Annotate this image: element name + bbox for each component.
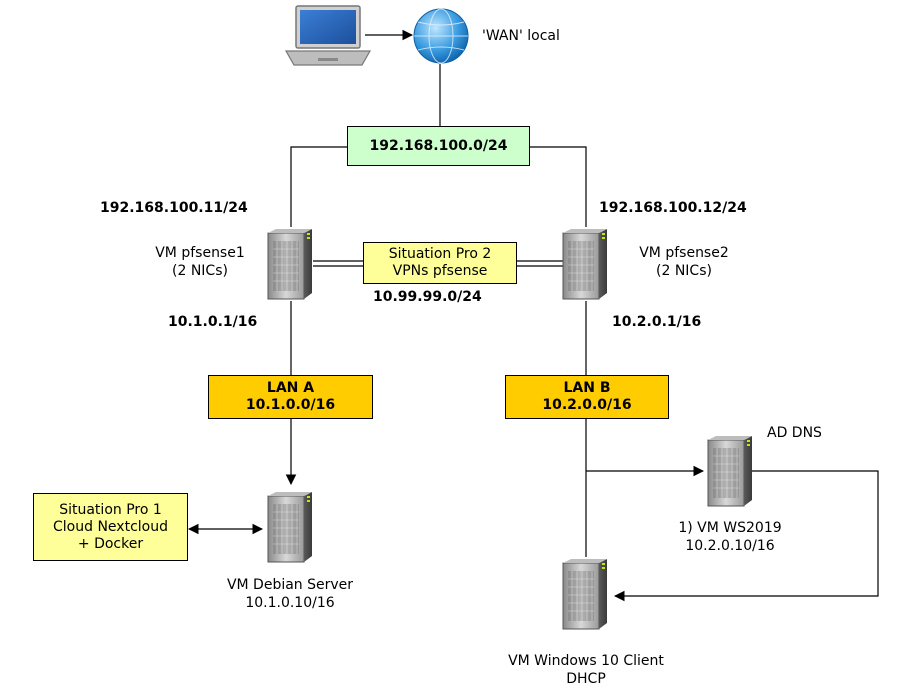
cloud-box: Situation Pro 1 Cloud Nextcloud + Docker	[33, 493, 188, 561]
pfsense2-label: VM pfsense2 (2 NICs)	[622, 244, 746, 280]
vpn-box-line-1: Situation Pro 2	[388, 246, 492, 262]
cloud-box-line-1: Situation Pro 1	[59, 501, 162, 518]
vpn-subnet: 10.99.99.0/24	[373, 289, 482, 305]
server-icon-pfsense1	[267, 228, 313, 300]
ws2019-role: AD DNS	[767, 425, 822, 441]
pfsense2-name: VM pfsense2	[639, 245, 729, 261]
pfsense1-wan-ip: 192.168.100.11/24	[100, 200, 248, 216]
win10-label: VM Windows 10 Client DHCP	[486, 652, 686, 688]
lan-b-box: LAN B 10.2.0.0/16	[505, 375, 669, 419]
debian-label: VM Debian Server 10.1.0.10/16	[210, 576, 370, 612]
lan-b-name: LAN B	[563, 380, 611, 396]
server-icon-win10	[562, 558, 608, 630]
globe-icon	[413, 8, 469, 64]
pfsense1-nics: (2 NICs)	[172, 263, 228, 279]
pfsense2-lan-ip: 10.2.0.1/16	[612, 314, 702, 330]
ws2019-name: 1) VM WS2019	[678, 520, 782, 536]
wan-subnet-box: 192.168.100.0/24	[347, 126, 530, 166]
pfsense1-label: VM pfsense1 (2 NICs)	[138, 244, 262, 280]
debian-ip: 10.1.0.10/16	[245, 595, 335, 611]
ws2019-label: 1) VM WS2019 10.2.0.10/16	[655, 519, 805, 555]
lan-a-box: LAN A 10.1.0.0/16	[208, 375, 373, 419]
vpn-box-line-2: VPNs pfsense	[392, 263, 488, 279]
laptop-icon	[284, 5, 372, 66]
vpn-box: Situation Pro 2 VPNs pfsense	[363, 242, 517, 284]
wan-label: 'WAN' local	[482, 28, 560, 44]
pfsense2-nics: (2 NICs)	[656, 263, 712, 279]
pfsense1-name: VM pfsense1	[155, 245, 245, 261]
cloud-box-line-3: + Docker	[77, 535, 144, 552]
ws2019-ip: 10.2.0.10/16	[685, 538, 775, 554]
win10-dhcp: DHCP	[566, 671, 606, 687]
pfsense1-lan-ip: 10.1.0.1/16	[168, 314, 258, 330]
wan-subnet-text: 192.168.100.0/24	[369, 137, 508, 154]
server-icon-debian	[267, 491, 313, 563]
link-ws2019-win10	[613, 470, 879, 602]
link-wan-net-pfsense2	[530, 146, 587, 227]
server-icon-ws2019	[707, 435, 753, 507]
lan-b-subnet: 10.2.0.0/16	[542, 397, 632, 413]
lan-a-name: LAN A	[266, 380, 315, 396]
debian-name: VM Debian Server	[226, 577, 354, 593]
pfsense2-wan-ip: 192.168.100.12/24	[599, 200, 747, 216]
lan-a-subnet: 10.1.0.0/16	[245, 397, 336, 413]
cloud-box-line-2: Cloud Nextcloud	[53, 518, 168, 535]
win10-name: VM Windows 10 Client	[508, 653, 664, 669]
link-wan-net-pfsense1	[290, 146, 347, 227]
connections	[187, 29, 879, 602]
server-icon-pfsense2	[562, 228, 608, 300]
